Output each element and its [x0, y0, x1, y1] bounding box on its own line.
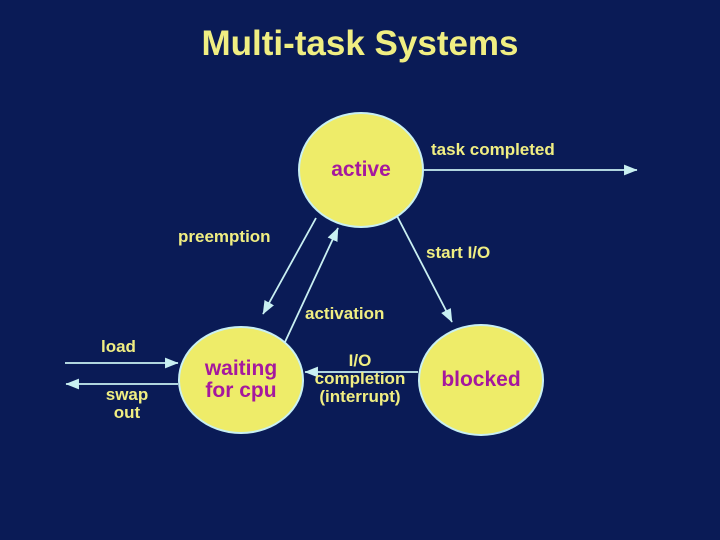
edge-label-swap-out-line2: out: [113, 402, 141, 422]
edge-label-load: load: [101, 337, 136, 356]
arrow-preemption: [262, 217, 317, 315]
edge-label-swap-out-line1: swap: [105, 385, 149, 404]
edge-label-start-io: start I/O: [426, 243, 491, 262]
arrow-activation: [284, 227, 339, 343]
state-node-blocked-label: blocked: [441, 367, 521, 391]
edge-label-activation: activation: [305, 304, 385, 323]
state-node-active-label: active: [331, 157, 391, 181]
edge-label-io-completion-line1: I/O: [348, 351, 372, 370]
edge-label-io-completion-line2: completion: [314, 368, 406, 388]
state-node-waiting-line2: for cpu: [205, 379, 277, 402]
state-node-waiting-for-cpu[interactable]: waiting for cpu: [178, 326, 304, 434]
state-node-blocked[interactable]: blocked: [418, 324, 544, 436]
state-node-active[interactable]: active: [298, 112, 424, 228]
edge-label-swap-out: swap out: [96, 386, 158, 422]
state-node-waiting-line1: waiting: [204, 356, 278, 380]
edge-label-io-completion-line3: (interrupt): [319, 386, 401, 406]
edge-label-io-completion: I/O completion (interrupt): [305, 352, 415, 406]
state-node-waiting-for-cpu-label: waiting for cpu: [204, 356, 278, 402]
edge-label-task-completed: task completed: [431, 140, 555, 159]
page-title: Multi-task Systems: [201, 24, 519, 63]
arrow-start-io: [395, 213, 453, 323]
edge-label-preemption: preemption: [178, 227, 271, 246]
